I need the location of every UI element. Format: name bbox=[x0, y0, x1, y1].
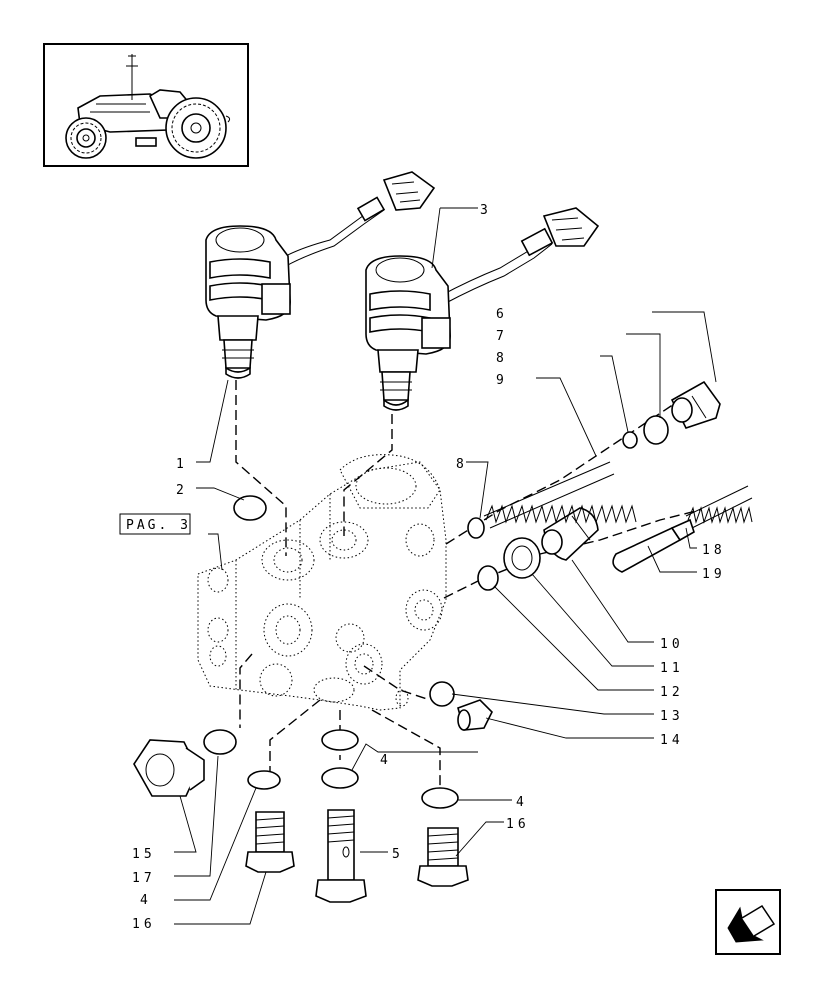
screw-16-right bbox=[417, 827, 469, 887]
bolt-5 bbox=[315, 809, 367, 903]
screw-16-left bbox=[245, 811, 295, 873]
callout-8-upper: 8 bbox=[496, 351, 508, 366]
callout-4-right: 4 bbox=[516, 795, 528, 810]
callout-15: 15 bbox=[132, 847, 156, 862]
o-ring-2 bbox=[233, 495, 267, 521]
seal-ring-11 bbox=[503, 537, 541, 579]
callout-18: 18 bbox=[702, 543, 726, 558]
callout-7: 7 bbox=[496, 329, 508, 344]
tractor-thumbnail-icon bbox=[43, 43, 249, 167]
callout-13: 13 bbox=[660, 709, 684, 724]
callout-6: 6 bbox=[496, 307, 508, 322]
callout-12: 12 bbox=[660, 685, 684, 700]
plug-10 bbox=[541, 507, 599, 561]
spring-9 bbox=[483, 461, 637, 529]
nut-15 bbox=[133, 739, 205, 797]
callout-16-left: 16 bbox=[132, 917, 156, 932]
washer-13 bbox=[429, 681, 455, 707]
callout-16-right: 16 bbox=[506, 817, 530, 832]
o-ring-17 bbox=[203, 729, 237, 755]
callout-11: 11 bbox=[660, 661, 684, 676]
o-ring-7 bbox=[643, 415, 669, 445]
callout-5: 5 bbox=[392, 847, 404, 862]
callout-1: 1 bbox=[176, 457, 188, 472]
washer-4-left bbox=[247, 770, 281, 790]
page-reference-label: PAG. 3 bbox=[126, 518, 191, 533]
solenoid-coil-left bbox=[205, 225, 291, 379]
callout-3: 3 bbox=[480, 203, 492, 218]
page-reference-box[interactable]: PAG. 3 bbox=[119, 513, 191, 535]
callout-4-mid: 4 bbox=[380, 753, 392, 768]
callout-17: 17 bbox=[132, 871, 156, 886]
leader-lines bbox=[174, 207, 717, 925]
o-ring-12 bbox=[477, 565, 499, 591]
washer-8-upper bbox=[622, 431, 638, 449]
callout-2: 2 bbox=[176, 483, 188, 498]
washer-8-lower bbox=[467, 517, 485, 539]
washer-4-right bbox=[421, 787, 459, 809]
callout-4-left: 4 bbox=[140, 893, 152, 908]
valve-body bbox=[197, 454, 447, 711]
callout-19: 19 bbox=[702, 567, 726, 582]
callout-labels: 1 2 3 4 4 4 5 6 7 8 8 9 10 11 12 13 14 1… bbox=[132, 203, 726, 932]
washer-4-mid-upper bbox=[321, 729, 359, 751]
solenoid-cable-left bbox=[281, 171, 436, 267]
solenoid-coil-right bbox=[365, 255, 451, 411]
callout-9: 9 bbox=[496, 373, 508, 388]
plug-6 bbox=[670, 380, 721, 429]
next-page-arrow-icon[interactable] bbox=[715, 889, 781, 955]
pin-19 bbox=[612, 518, 695, 573]
callout-14: 14 bbox=[660, 733, 684, 748]
solenoid-cable-right bbox=[439, 207, 600, 305]
plug-14 bbox=[457, 699, 493, 731]
callout-8-lower: 8 bbox=[456, 457, 468, 472]
callout-10: 10 bbox=[660, 637, 684, 652]
spring-18 bbox=[685, 485, 753, 529]
washer-4-mid-lower bbox=[321, 767, 359, 789]
